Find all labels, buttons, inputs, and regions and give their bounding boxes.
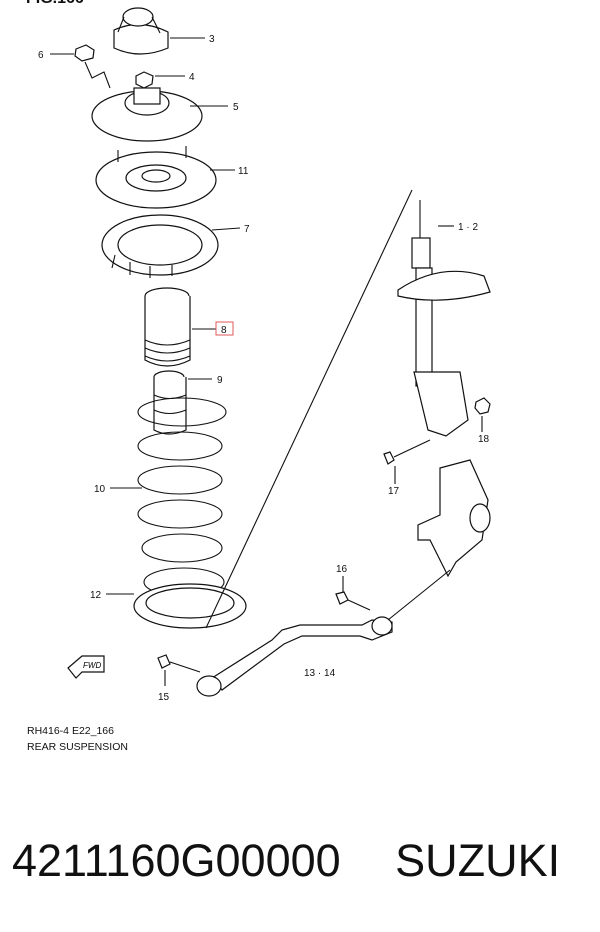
fwd-label: FWD [83, 661, 101, 670]
exploded-parts-diagram: FWD 3 6 4 5 11 7 8 9 10 12 1 · 2 18 17 1… [38, 7, 491, 703]
callout-6: 6 [38, 50, 44, 61]
part-13-14-lateral-rod[interactable] [196, 569, 451, 697]
part-18-nut[interactable] [474, 397, 491, 432]
part-16-bolt[interactable] [335, 576, 371, 611]
part-1-2-strut[interactable] [397, 200, 491, 437]
part-5-mount[interactable] [91, 87, 228, 142]
part-12-lower-seat[interactable] [106, 583, 247, 629]
part-number: 4211160G00000 [12, 835, 341, 886]
callout-7: 7 [244, 224, 250, 235]
footer-line: 4211160G00000 SUZUKI [12, 835, 560, 887]
figure-label: FIG.166 [26, 0, 84, 8]
callout-11: 11 [238, 166, 249, 177]
callout-9: 9 [217, 375, 223, 386]
callout-10: 10 [94, 484, 106, 495]
callout-4: 4 [189, 72, 195, 83]
part-17-bolt[interactable] [383, 439, 431, 484]
callout-17: 17 [388, 486, 400, 497]
callout-5: 5 [233, 102, 239, 113]
callout-1-2: 1 · 2 [458, 222, 478, 233]
knuckle[interactable] [417, 459, 491, 578]
part-10-coil-spring[interactable] [110, 397, 227, 597]
callout-18: 18 [478, 434, 490, 445]
part-15-bolt[interactable] [157, 654, 201, 686]
callout-15: 15 [158, 692, 170, 703]
part-8-bump-stopper[interactable] [144, 287, 234, 367]
brand-name: SUZUKI [395, 835, 561, 886]
part-9-boot[interactable] [153, 370, 212, 435]
part-4-nut[interactable] [135, 71, 185, 89]
part-11-seat[interactable] [95, 146, 235, 209]
callout-3: 3 [209, 34, 215, 45]
callout-13-14: 13 · 14 [304, 668, 336, 679]
callout-12: 12 [90, 590, 102, 601]
callout-8: 8 [221, 325, 227, 336]
diagram-code: RH416-4 E22_166 [27, 725, 114, 737]
callout-16: 16 [336, 564, 348, 575]
part-3-cap[interactable] [113, 7, 205, 55]
fwd-arrow-icon: FWD [67, 655, 105, 679]
part-6-nut[interactable] [50, 44, 111, 89]
diagram-title: REAR SUSPENSION [27, 741, 128, 753]
part-7-insulator[interactable] [101, 214, 241, 278]
